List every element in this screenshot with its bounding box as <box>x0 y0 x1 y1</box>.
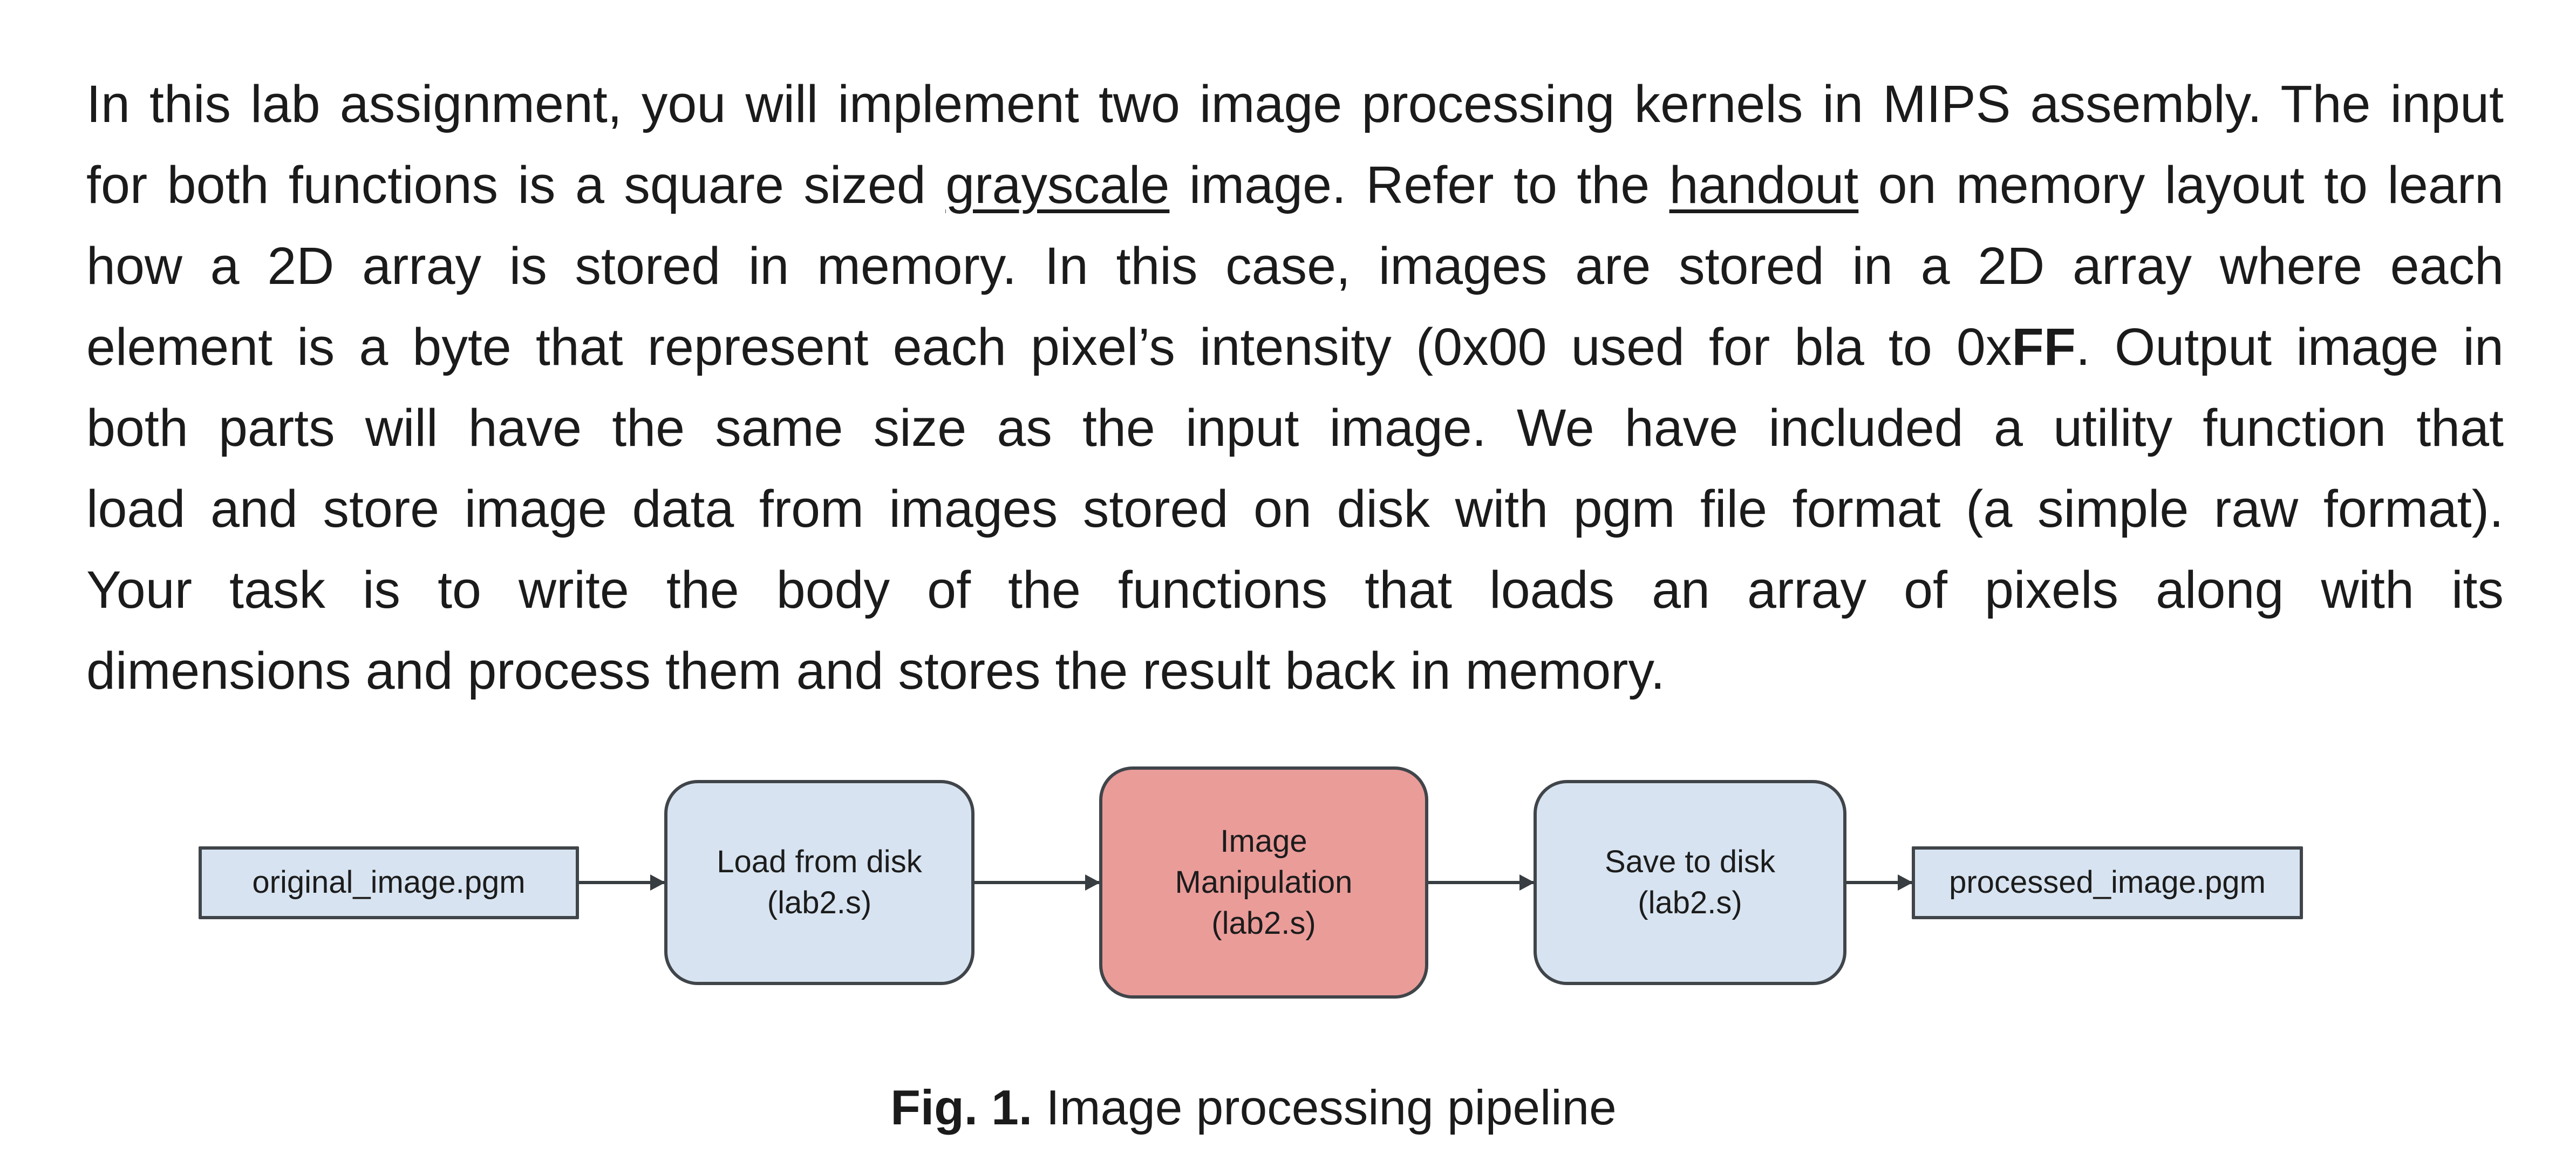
figure-caption-text: Image processing pipeline <box>1032 1081 1617 1135</box>
paragraph-line: In this lab assignment, you will impleme… <box>86 64 2504 145</box>
paragraph-line: element is a byte that represent each pi… <box>86 307 2504 388</box>
pipeline-diagram: original_image.pgm Load from disk (lab2.s)… <box>199 766 2308 999</box>
node-label-line: (lab2.s) <box>767 885 872 920</box>
paragraph-line: Your task is to write the body of the fu… <box>86 549 2504 630</box>
paragraph-text: both parts will have the same size as th… <box>86 398 2504 457</box>
flow-arrow <box>974 881 1099 884</box>
paragraph-text: dimensions and process them and stores t… <box>86 641 1665 700</box>
flow-arrow <box>579 881 664 884</box>
paragraph-line: dimensions and process them and stores t… <box>86 630 2504 711</box>
paragraph-line: how a 2D array is stored in memory. In t… <box>86 226 2504 307</box>
figure-label: Fig. 1. <box>890 1081 1033 1135</box>
paragraph-text: load and store image data from images st… <box>86 479 2504 538</box>
paragraph-line: load and store image data from images st… <box>86 469 2504 549</box>
underlined-term: grayscale <box>945 155 1170 214</box>
paragraph-text: . Output image in <box>2075 317 2504 376</box>
bold-text: FF <box>2012 317 2076 376</box>
node-label-line: Image <box>1220 824 1307 859</box>
paragraph-line: both parts will have the same size as th… <box>86 388 2504 469</box>
figure-caption: Fig. 1. Image processing pipeline <box>199 1077 2308 1139</box>
node-label-line: Load from disk <box>717 844 922 879</box>
node-save: Save to disk (lab2.s) <box>1534 780 1846 985</box>
flow-arrow <box>1428 881 1534 884</box>
underlined-term: handout <box>1669 155 1859 214</box>
paragraph-text: In this lab assignment, you will impleme… <box>86 74 2504 133</box>
node-processed-file: processed_image.pgm <box>1912 846 2303 919</box>
node-label-line: (lab2.s) <box>1211 906 1316 941</box>
paragraph-text: on memory layout to learn <box>1858 155 2504 214</box>
assignment-paragraph: In this lab assignment, you will impleme… <box>86 64 2504 711</box>
node-original-file: original_image.pgm <box>199 846 579 919</box>
node-label-line: Save to disk <box>1605 844 1775 879</box>
paragraph-text: element is a byte that represent each pi… <box>86 317 2012 376</box>
paragraph-text: for both functions is a square sized <box>86 155 946 214</box>
node-label-line: (lab2.s) <box>1638 885 1742 920</box>
paragraph-text: how a 2D array is stored in memory. In t… <box>86 236 2504 295</box>
node-label-line: original_image.pgm <box>252 865 526 900</box>
node-load: Load from disk (lab2.s) <box>664 780 974 985</box>
node-label-line: processed_image.pgm <box>1949 865 2266 900</box>
paragraph-line: for both functions is a square sized gra… <box>86 145 2504 226</box>
paragraph-text: image. Refer to the <box>1169 155 1669 214</box>
node-label-line: Manipulation <box>1175 865 1353 900</box>
flow-arrow <box>1846 881 1912 884</box>
paragraph-text: Your task is to write the body of the fu… <box>86 560 2504 619</box>
